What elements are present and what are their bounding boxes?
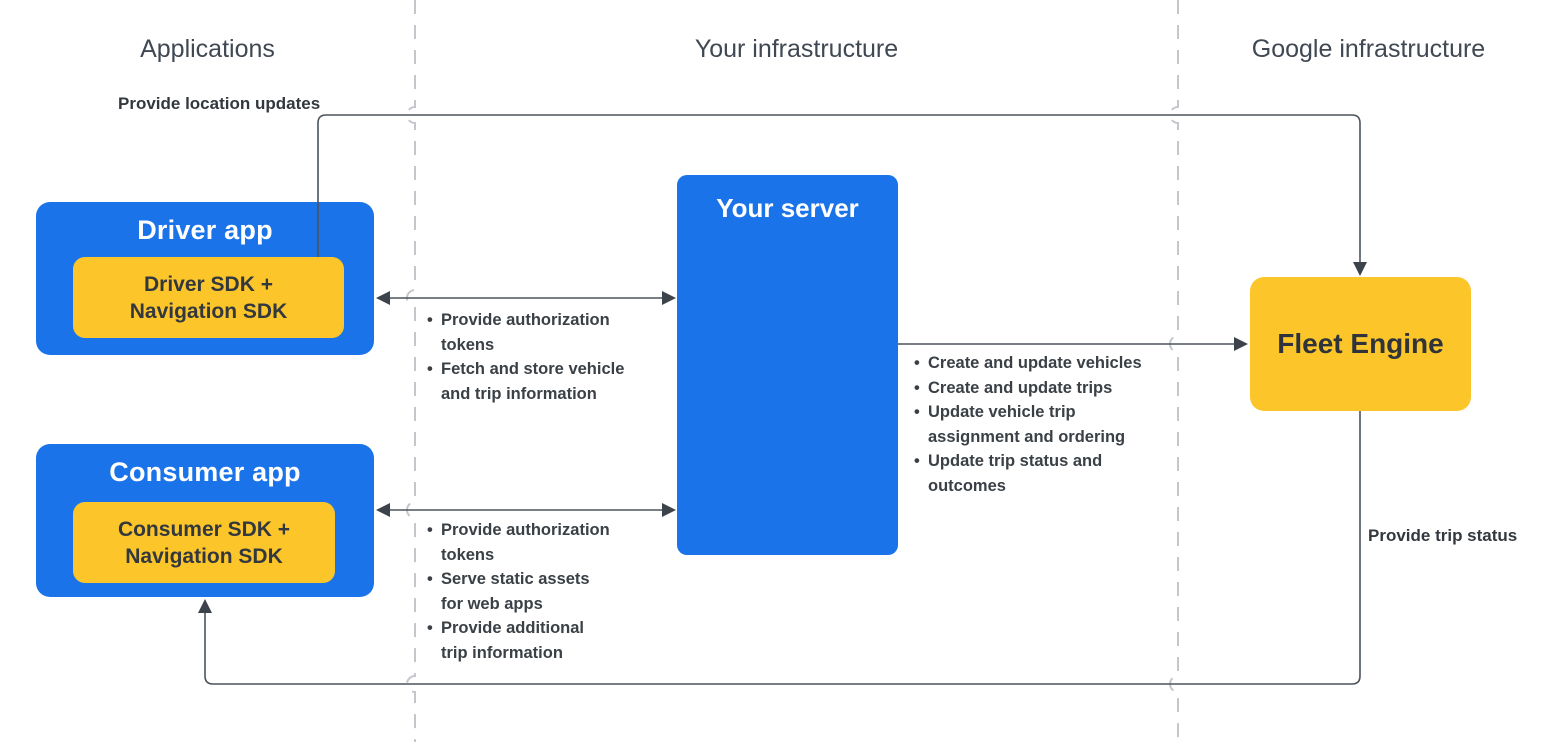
consumer-server-bullet-list: Provide authorization tokensServe static… — [427, 518, 659, 665]
column-header-google-infrastructure: Google infrastructure — [1251, 35, 1486, 63]
column-header-applications: Applications — [140, 35, 275, 63]
arrowhead-consumer-left — [376, 503, 390, 517]
bullet-item: Create and update trips — [914, 376, 1176, 401]
driver-app-title: Driver app — [137, 215, 273, 245]
bullet-item: Fetch and store vehicle and trip informa… — [427, 357, 659, 406]
fleet-engine-title: Fleet Engine — [1277, 328, 1444, 359]
bullet-item: Provide authorization tokens — [427, 518, 659, 567]
consumer-app-node: Consumer app Consumer SDK + Navigation S… — [36, 444, 374, 597]
bullet-item: Update trip status and outcomes — [914, 449, 1176, 498]
provide-trip-status-label: Provide trip status — [1368, 526, 1518, 545]
bullet-item: Provide authorization tokens — [427, 308, 659, 357]
provide-location-updates-label: Provide location updates — [118, 94, 321, 113]
bullet-item: Provide additional trip information — [427, 616, 659, 665]
arrowhead-driver-left — [376, 291, 390, 305]
driver-sdk-box: Driver SDK + Navigation SDK — [73, 257, 344, 338]
bullet-item: Serve static assets for web apps — [427, 567, 659, 616]
consumer-app-title: Consumer app — [109, 457, 301, 487]
arrowhead-driver-right — [662, 291, 676, 305]
your-server-node: Your server — [677, 175, 898, 555]
driver-app-node: Driver app Driver SDK + Navigation SDK — [36, 202, 374, 355]
arrowhead-trip-status-up — [198, 599, 212, 613]
arrowhead-location-updates-down — [1353, 262, 1367, 276]
bullet-item: Create and update vehicles — [914, 351, 1176, 376]
driver-server-bullet-list: Provide authorization tokensFetch and st… — [427, 308, 659, 406]
column-header-your-infrastructure: Your infrastructure — [694, 35, 899, 63]
your-server-title: Your server — [716, 193, 859, 223]
consumer-sdk-box: Consumer SDK + Navigation SDK — [73, 502, 335, 583]
bullet-item: Update vehicle trip assignment and order… — [914, 400, 1176, 449]
arrowhead-consumer-right — [662, 503, 676, 517]
divider-applications-infrastructure — [406, 0, 416, 742]
fleet-engine-node: Fleet Engine — [1250, 277, 1471, 411]
server-fleet-bullet-list: Create and update vehiclesCreate and upd… — [914, 351, 1176, 498]
arrowhead-server-fleet — [1234, 337, 1248, 351]
